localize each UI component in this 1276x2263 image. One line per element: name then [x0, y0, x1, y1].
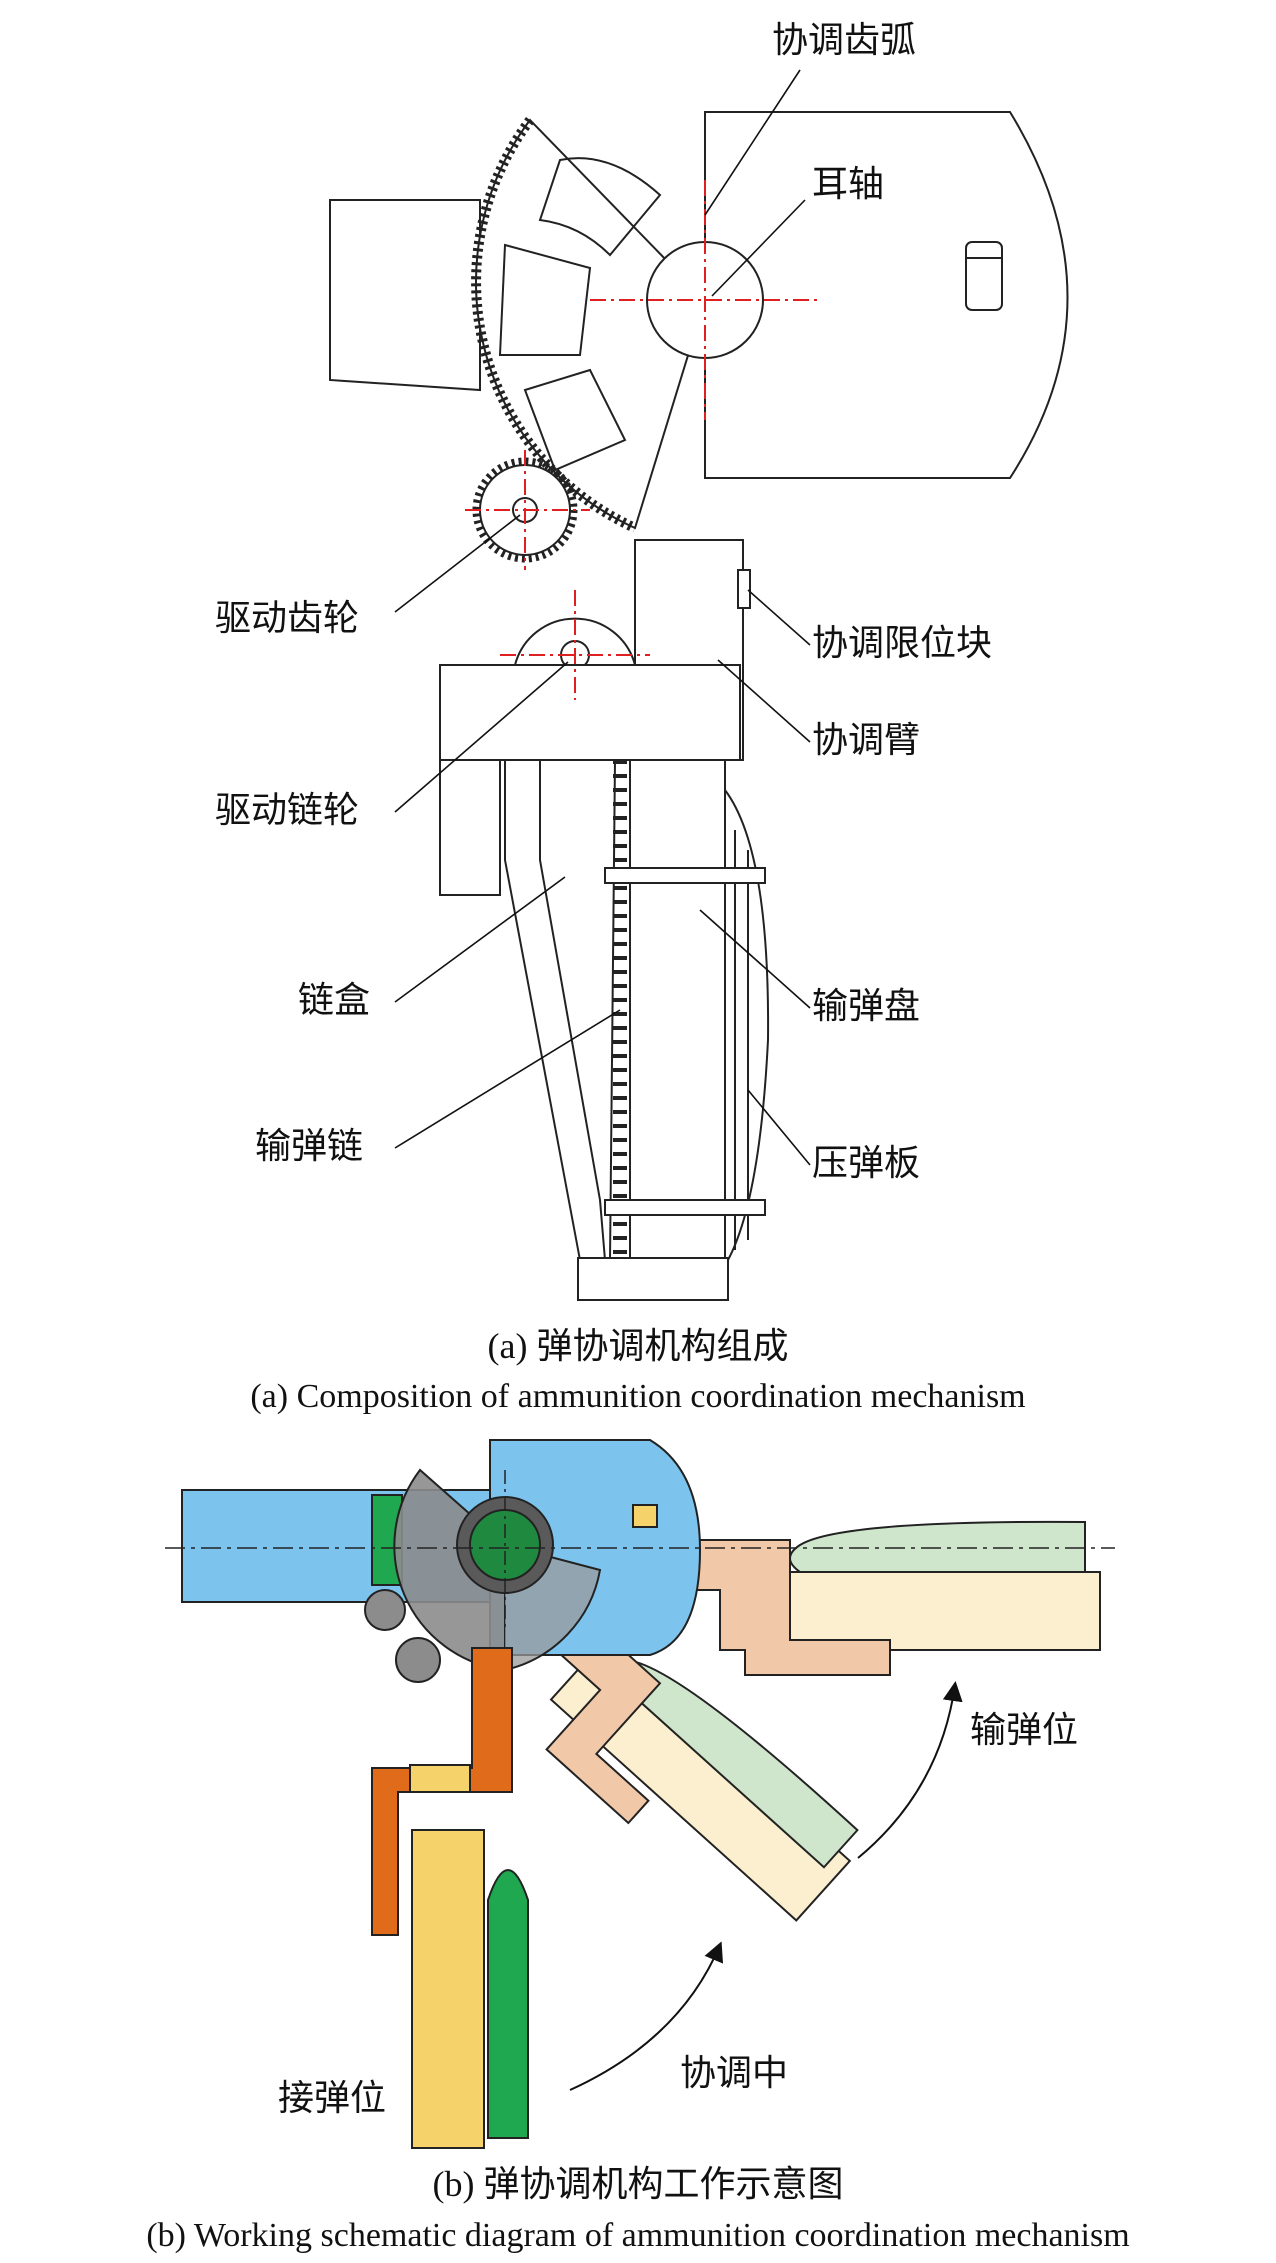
label-feed-tray: 输弹盘: [812, 986, 920, 1027]
feed-position-shell: [789, 1520, 1086, 1573]
panel-b-schematic: [181, 1439, 1101, 2149]
coordinating-shell: [610, 1659, 859, 1869]
gear-teeth-arc: [471, 117, 638, 533]
cross-beam: [439, 664, 741, 761]
label-coordinating: 协调中: [680, 2053, 788, 2094]
label-drive-gear: 驱动齿轮: [215, 598, 359, 639]
label-coord-limit-block: 协调限位块: [812, 623, 992, 664]
small-block: [632, 1504, 658, 1528]
receive-position-shell: [487, 1869, 529, 2139]
feed-tray: [629, 759, 726, 1261]
panel-b-labels: 输弹位 协调中 接弹位: [278, 1710, 1078, 2119]
tray-clamp-lower: [604, 1199, 766, 1216]
arm-yellow-pad: [409, 1764, 471, 1793]
receive-position-tray: [411, 1829, 485, 2149]
sector-window-1: [538, 157, 662, 257]
caption-a-cn: (a) 弹协调机构组成: [488, 1326, 789, 1366]
panel-a-mechanism-drawing: [329, 111, 1069, 1301]
label-feed-position: 输弹位: [970, 1710, 1078, 1751]
breech-body: [704, 111, 1069, 479]
coord-limit-block: [737, 569, 751, 609]
label-coord-gear-arc: 协调齿弧: [772, 20, 916, 61]
label-coord-arm: 协调臂: [812, 720, 920, 761]
tray-clamp-upper: [604, 867, 766, 884]
curved-arrow-icon: [857, 1681, 963, 1859]
panel-a-labels: 协调齿弧 耳轴 驱动齿轮 协调限位块 协调臂 驱动链轮 链盒 输弹盘 输弹链 压…: [215, 20, 992, 1184]
label-chain-box: 链盒: [298, 980, 370, 1021]
press-plate: [724, 789, 770, 1261]
sector-window-2: [498, 243, 592, 356]
drive-gear-small: [364, 1589, 406, 1631]
label-receive-position: 接弹位: [278, 2078, 386, 2119]
label-press-plate: 压弹板: [812, 1143, 920, 1184]
sector-window-3: [523, 368, 627, 472]
drive-sprocket-small: [395, 1637, 441, 1683]
label-trunnion: 耳轴: [812, 164, 884, 205]
caption-b-en: (b) Working schematic diagram of ammunit…: [146, 2217, 1129, 2254]
panel-a-centerlines: [465, 180, 820, 700]
label-feed-chain: 输弹链: [255, 1126, 363, 1167]
breech-slot: [965, 241, 1003, 311]
chain-box: [504, 759, 617, 1261]
curved-arrow-icon: [569, 1941, 724, 2091]
label-drive-sprocket: 驱动链轮: [215, 790, 359, 831]
feed-position-tray: [784, 1571, 1101, 1651]
cradle-body: [329, 199, 481, 392]
caption-a-en: (a) Composition of ammunition coordinati…: [250, 1378, 1025, 1415]
panel-a-leader-lines: [394, 69, 811, 1166]
caption-b-cn: (b) 弹协调机构工作示意图: [433, 2164, 844, 2204]
